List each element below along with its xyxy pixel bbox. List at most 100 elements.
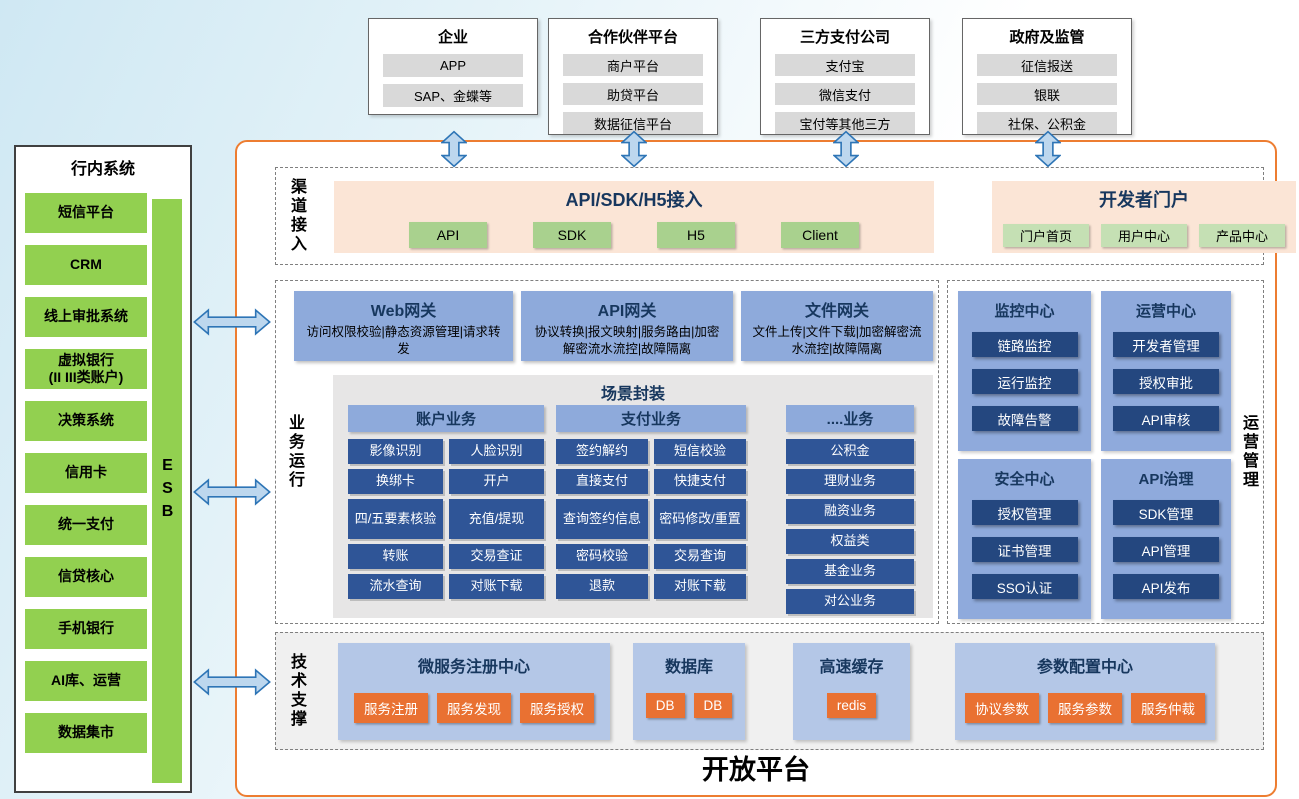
internal-system-item: 信贷核心 xyxy=(25,557,147,597)
scenario-column-header: 账户业务 xyxy=(348,405,544,432)
scenario-item: 影像识别 xyxy=(348,439,443,464)
ops-item: API发布 xyxy=(1113,574,1219,599)
scenario-item: 融资业务 xyxy=(786,499,914,524)
scenario-item: 密码校验 xyxy=(556,544,648,569)
ops-item: SDK管理 xyxy=(1113,500,1219,525)
gateway-description: 协议转换|报文映射|服务路由|加密解密流水流控|故障隔离 xyxy=(534,325,720,356)
channel-label-wrap: 渠道接入 xyxy=(284,168,308,264)
open-platform-container: 渠道接入 API/SDK/H5接入 API SDK H5 Client 开发者门… xyxy=(235,140,1296,797)
tech-buttons-row: 协议参数 服务参数 服务仲裁 xyxy=(955,693,1215,723)
external-box-title: 三方支付公司 xyxy=(799,29,890,46)
database-panel: 数据库 DB DB xyxy=(633,643,745,740)
scenario-item: 基金业务 xyxy=(786,559,914,584)
scenario-item: 充值/提现 xyxy=(449,499,544,539)
horizontal-double-arrow xyxy=(193,478,271,506)
operation-center-panel: 运营中心 开发者管理 授权审批 API审核 xyxy=(1101,291,1231,451)
vertical-double-arrow xyxy=(833,130,859,168)
scenario-encapsulation-box: 场景封装 账户业务 影像识别 人脸识别 换绑卡 开户 四/五要素核验 充值/提现… xyxy=(333,375,933,618)
portal-button-home: 门户首页 xyxy=(1003,224,1089,247)
external-item: 社保、公积金 xyxy=(977,112,1117,134)
monitoring-center-panel: 监控中心 链路监控 运行监控 故障告警 xyxy=(958,291,1091,451)
tech-panel-title: 微服务注册中心 xyxy=(417,659,530,676)
scenario-item: 密码修改/重置 xyxy=(654,499,746,539)
scenario-item: 对账下载 xyxy=(449,574,544,599)
tech-item: redis xyxy=(826,693,877,718)
external-item: 商户平台 xyxy=(563,54,703,76)
gateway-description: 文件上传|文件下载|加密解密流水流控|故障隔离 xyxy=(752,325,922,356)
scenario-item: 交易查询 xyxy=(654,544,746,569)
developer-portal-title: 开发者门户 xyxy=(1099,190,1189,210)
scenario-item: 查询签约信息 xyxy=(556,499,648,539)
portal-buttons-row: 门户首页 用户中心 产品中心 xyxy=(992,224,1296,247)
open-platform-title: 开放平台 xyxy=(702,755,810,785)
ops-item: API管理 xyxy=(1113,537,1219,562)
tech-buttons-row: DB DB xyxy=(633,693,745,718)
scenario-column-header: 支付业务 xyxy=(556,405,746,432)
internal-system-item: 统一支付 xyxy=(25,505,147,545)
business-label-wrap: 业务运行 xyxy=(282,281,306,623)
external-box-government-regulator: 政府及监管 征信报送 银联 社保、公积金 xyxy=(962,18,1132,135)
scenario-payment-grid: 签约解约 短信校验 直接支付 快捷支付 查询签约信息 密码修改/重置 密码校验 … xyxy=(556,439,746,599)
portal-button-user-center: 用户中心 xyxy=(1101,224,1187,247)
tech-buttons-row: 服务注册 服务发现 服务授权 xyxy=(338,693,610,723)
gateway-description: 访问权限校验|静态资源管理|请求转发 xyxy=(306,325,501,356)
ops-item: API审核 xyxy=(1113,406,1219,431)
ops-item: 运行监控 xyxy=(971,369,1078,394)
ops-panel-title: API治理 xyxy=(1138,471,1194,488)
tech-item: 服务授权 xyxy=(520,693,594,723)
external-item: 宝付等其他三方 xyxy=(775,112,915,134)
portal-button-product-center: 产品中心 xyxy=(1199,224,1285,247)
tech-item: 服务发现 xyxy=(437,693,511,723)
ops-item: 证书管理 xyxy=(971,537,1078,562)
cache-panel: 高速缓存 redis xyxy=(793,643,910,740)
scenario-item: 交易查证 xyxy=(449,544,544,569)
scenario-item: 对公业务 xyxy=(786,589,914,614)
scenario-item: 公积金 xyxy=(786,439,914,464)
scenario-other-grid: 公积金 理财业务 融资业务 权益类 基金业务 对公业务 xyxy=(786,439,914,614)
external-item: 微信支付 xyxy=(775,83,915,105)
parameter-config-panel: 参数配置中心 协议参数 服务参数 服务仲裁 xyxy=(955,643,1215,740)
developer-portal-box: 开发者门户 门户首页 用户中心 产品中心 xyxy=(992,181,1296,253)
external-item: SAP、金蝶等 xyxy=(383,84,523,107)
tech-label-wrap: 技术支撑 xyxy=(284,633,308,749)
external-box-title: 企业 xyxy=(437,29,468,46)
scenario-item: 转账 xyxy=(348,544,443,569)
business-run-section: 业务运行 Web网关 访问权限校验|静态资源管理|请求转发 API网关 协议转换… xyxy=(275,280,939,624)
ops-panel-title: 安全中心 xyxy=(994,471,1055,488)
scenario-item: 签约解约 xyxy=(556,439,648,464)
gateway-title: 文件网关 xyxy=(804,303,869,320)
scenario-item: 短信校验 xyxy=(654,439,746,464)
ops-panel-title: 监控中心 xyxy=(994,303,1055,320)
ops-item: 故障告警 xyxy=(971,406,1078,431)
tech-item: 服务注册 xyxy=(354,693,428,723)
external-item: 助贷平台 xyxy=(563,83,703,105)
scenario-item: 换绑卡 xyxy=(348,469,443,494)
scenario-account-grid: 影像识别 人脸识别 换绑卡 开户 四/五要素核验 充值/提现 转账 交易查证 流… xyxy=(348,439,544,599)
scenario-item: 直接支付 xyxy=(556,469,648,494)
access-buttons-row: API SDK H5 Client xyxy=(334,222,934,248)
operation-management-section: 监控中心 链路监控 运行监控 故障告警 运营中心 开发者管理 授权审批 API审… xyxy=(947,280,1264,624)
tech-panel-title: 数据库 xyxy=(664,659,713,676)
web-gateway-box: Web网关 访问权限校验|静态资源管理|请求转发 xyxy=(294,291,513,361)
access-button-sdk: SDK xyxy=(533,222,611,248)
vertical-double-arrow xyxy=(1035,130,1061,168)
scenario-item: 快捷支付 xyxy=(654,469,746,494)
scenario-item: 四/五要素核验 xyxy=(348,499,443,539)
internal-system-item: 信用卡 xyxy=(25,453,147,493)
horizontal-double-arrow xyxy=(193,308,271,336)
external-item: APP xyxy=(383,54,523,77)
tech-item: DB xyxy=(693,693,733,718)
scenario-item: 对账下载 xyxy=(654,574,746,599)
internal-systems-panel: 行内系统 短信平台 CRM 线上审批系统 虚拟银行 (II III类账户) 决策… xyxy=(14,145,192,793)
internal-system-item: CRM xyxy=(25,245,147,285)
internal-system-item: 线上审批系统 xyxy=(25,297,147,337)
channel-section-label: 渠道接入 xyxy=(288,178,305,254)
gateway-title: API网关 xyxy=(597,303,657,320)
access-button-api: API xyxy=(409,222,487,248)
external-item: 数据征信平台 xyxy=(563,112,703,134)
tech-buttons-row: redis xyxy=(793,693,910,718)
technical-support-section: 技术支撑 微服务注册中心 服务注册 服务发现 服务授权 数据库 DB DB 高速… xyxy=(275,632,1264,750)
scenario-item: 开户 xyxy=(449,469,544,494)
scenario-item: 人脸识别 xyxy=(449,439,544,464)
ops-item: 链路监控 xyxy=(971,332,1078,357)
